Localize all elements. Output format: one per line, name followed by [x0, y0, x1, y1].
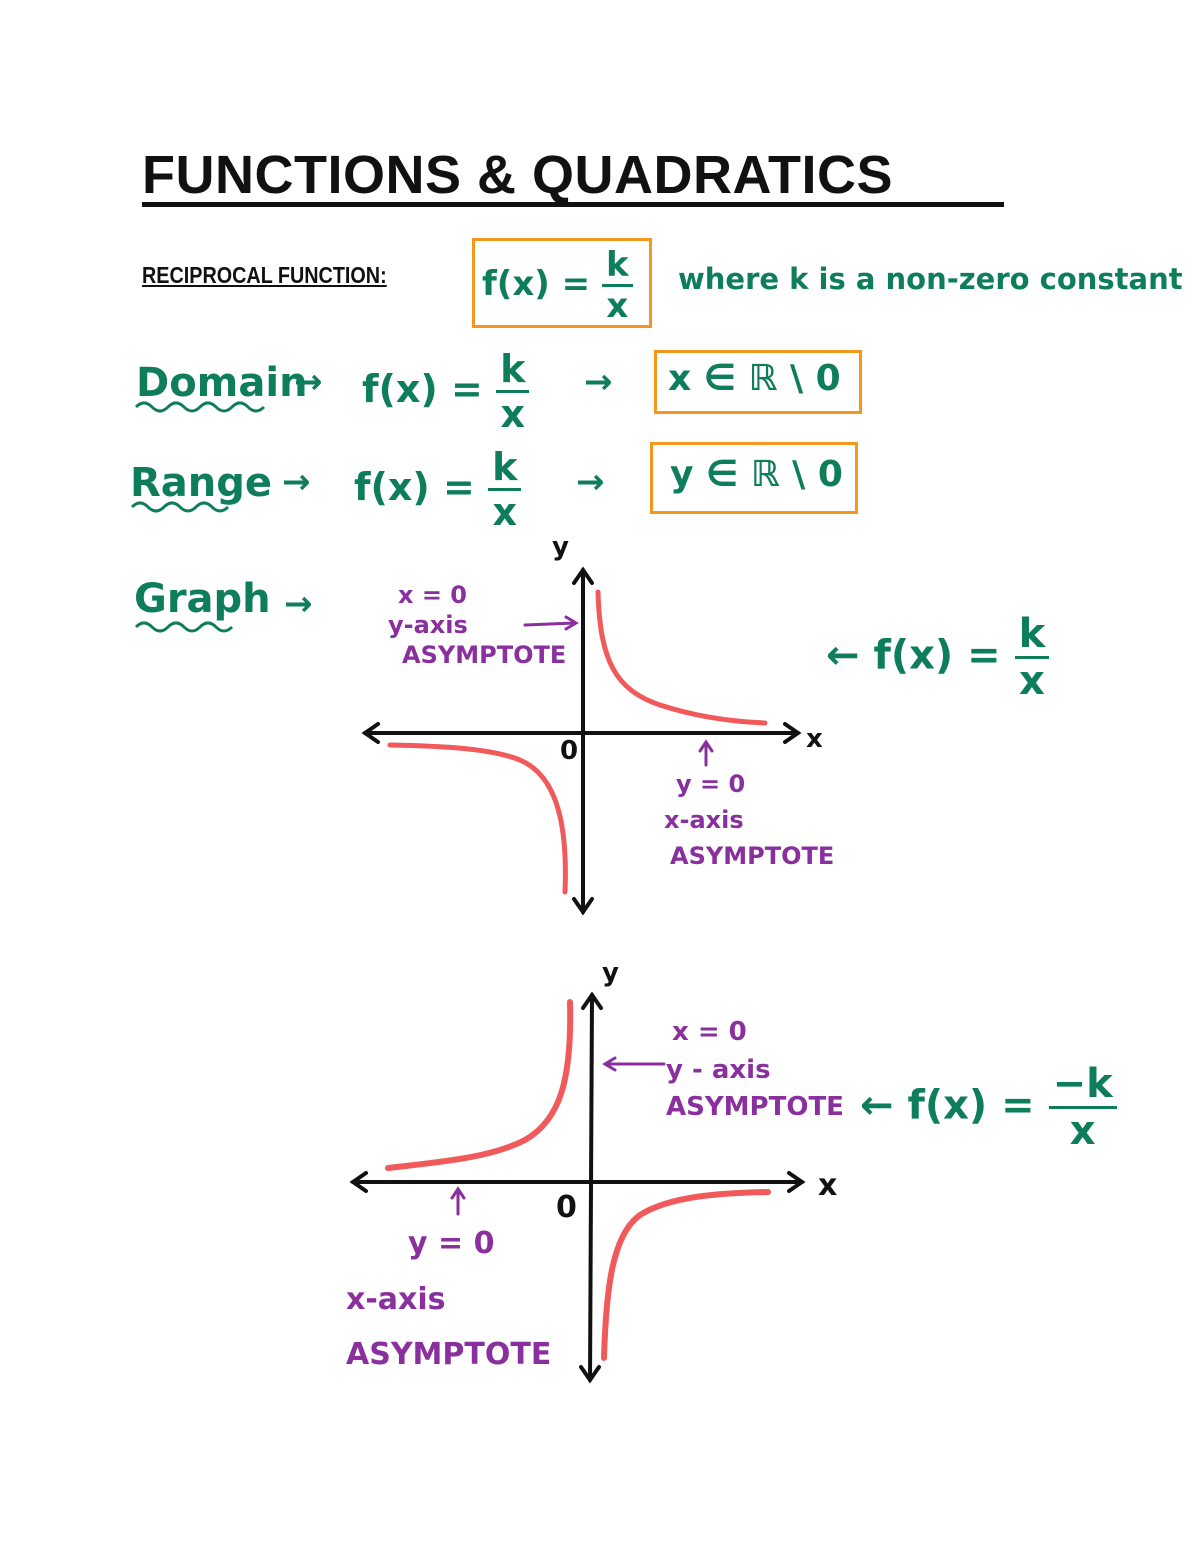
graph2-axes — [349, 991, 806, 1384]
range-label: Range — [130, 460, 273, 506]
range-formula: f(x) = k x — [354, 448, 522, 534]
definition-fraction: k x — [601, 248, 633, 326]
graph2-vertical-asymptote-axis: y - axis — [666, 1054, 771, 1085]
domain-fraction: k x — [496, 350, 530, 436]
graph2-y-axis-top-head — [581, 991, 603, 1010]
domain-numerator: k — [496, 350, 530, 393]
domain-label: Domain — [136, 360, 308, 406]
graph2-x-axis-label: x — [818, 1168, 838, 1203]
graph1-equation-fraction: k x — [1014, 614, 1050, 704]
definition-box — [472, 238, 652, 328]
graph1-x-axis-left-head — [361, 722, 380, 744]
graph2-equation-lhs: ← f(x) = — [860, 1082, 1035, 1129]
graph1-pointer-horizontal-head — [698, 739, 714, 753]
graph2-pointer-horizontal-head — [450, 1186, 466, 1200]
graph1-vertical-asymptote-eq: x = 0 — [398, 581, 467, 609]
graph2-pointer-vertical-head — [602, 1056, 617, 1072]
page-title: FUNCTIONS & QUADRATICS — [142, 145, 893, 205]
graph2-horizontal-asymptote-axis: x-axis — [346, 1281, 446, 1317]
range-squiggle — [130, 501, 230, 513]
range-result: y ∈ ℝ \ 0 — [670, 454, 843, 495]
graph1-horizontal-asymptote-axis: x-axis — [664, 806, 744, 834]
graph2-horizontal-asymptote-eq: y = 0 — [408, 1226, 495, 1261]
graph1-pointers — [523, 615, 714, 767]
graph2-horizontal-asymptote-word: ASYMPTOTE — [346, 1337, 552, 1372]
graph2-curves — [385, 999, 771, 1361]
graph1-equation-numerator: k — [1014, 614, 1050, 659]
graph1-curve-q1 — [595, 589, 768, 726]
graph2-origin-label: 0 — [556, 1190, 577, 1225]
graph2-x-axis-left-head — [349, 1171, 368, 1193]
definition-lhs: f(x) = — [482, 264, 591, 304]
graph2-pointers — [450, 1056, 666, 1216]
range-fraction: k x — [488, 448, 522, 534]
range-result-box — [650, 442, 858, 514]
range-lhs: f(x) = — [354, 465, 475, 509]
graph2-curve-q2 — [385, 999, 574, 1171]
title-underline — [142, 202, 1004, 207]
domain-formula: f(x) = k x — [362, 350, 530, 436]
graph1-pointer-vertical — [523, 621, 577, 627]
graph1-vertical-asymptote: x = 0 y-axis ASYMPTOTE — [388, 580, 566, 670]
graph1-x-axis-right-head — [783, 722, 802, 744]
definition-note: where k is a non-zero constant — [678, 262, 1183, 296]
graph1-y-axis-top-head — [572, 566, 594, 585]
graph1-equation-lhs: ← f(x) = — [826, 632, 1001, 679]
graph2-vertical-asymptote-word: ASYMPTOTE — [666, 1092, 844, 1123]
graph1-y-axis-bottom-head — [572, 897, 594, 916]
range-denominator: x — [492, 490, 517, 534]
definition-numerator: k — [601, 248, 633, 287]
domain-squiggle — [134, 401, 266, 413]
graph2-horizontal-asymptote: y = 0 x-axis ASYMPTOTE — [346, 1216, 551, 1383]
domain-denominator: x — [500, 392, 525, 436]
graph1-horizontal-asymptote: y = 0 x-axis ASYMPTOTE — [664, 766, 834, 874]
graph1-horizontal-asymptote-eq: y = 0 — [676, 770, 746, 798]
graph2-equation-numerator: −k — [1048, 1064, 1117, 1109]
domain-arrow: → — [294, 362, 323, 402]
definition-formula: f(x) = k x — [482, 248, 633, 323]
graph1-x-axis-label: x — [806, 724, 823, 754]
graph1-equation: ← f(x) = k x — [826, 614, 1050, 704]
graph2-y-axis-bottom-head — [579, 1365, 601, 1384]
graph1-vertical-asymptote-word: ASYMPTOTE — [402, 641, 567, 669]
graph2-vertical-asymptote-eq: x = 0 — [672, 1017, 747, 1047]
graph2-equation-fraction: −k x — [1048, 1064, 1117, 1154]
section-heading: RECIPROCAL FUNCTION: — [142, 262, 387, 288]
graph1-axes — [361, 566, 802, 916]
graph1-curve-q3 — [387, 742, 568, 895]
range-arrow-2: → — [576, 462, 605, 502]
definition-denominator: x — [606, 286, 629, 326]
graph1-origin-label: 0 — [560, 736, 579, 766]
graph2-y-axis-line — [588, 993, 594, 1382]
graph2-curve-q4 — [601, 1189, 771, 1361]
graph1-horizontal-asymptote-word: ASYMPTOTE — [670, 842, 835, 870]
graph2-x-axis-right-head — [787, 1171, 806, 1193]
domain-result: x ∈ ℝ \ 0 — [668, 358, 841, 399]
graph-squiggle — [134, 621, 234, 633]
graph-arrow: → — [284, 584, 313, 624]
range-numerator: k — [488, 448, 522, 491]
graph1-curves — [387, 589, 768, 895]
graph1-pointer-vertical-head — [564, 615, 579, 631]
graph2-vertical-asymptote: x = 0 y - axis ASYMPTOTE — [666, 1014, 844, 1127]
graph1-y-axis-label: y — [552, 532, 569, 562]
graph1-vertical-asymptote-axis: y-axis — [388, 611, 468, 639]
domain-result-box — [654, 350, 862, 414]
domain-arrow-2: → — [584, 362, 613, 402]
graph-label: Graph — [134, 576, 271, 622]
domain-lhs: f(x) = — [362, 367, 483, 411]
graph2-y-axis-label: y — [602, 958, 619, 988]
graph2-equation: ← f(x) = −k x — [860, 1064, 1117, 1151]
graph1-equation-denominator: x — [1018, 658, 1045, 704]
range-arrow: → — [282, 462, 311, 502]
graph2-equation-denominator: x — [1069, 1108, 1096, 1154]
